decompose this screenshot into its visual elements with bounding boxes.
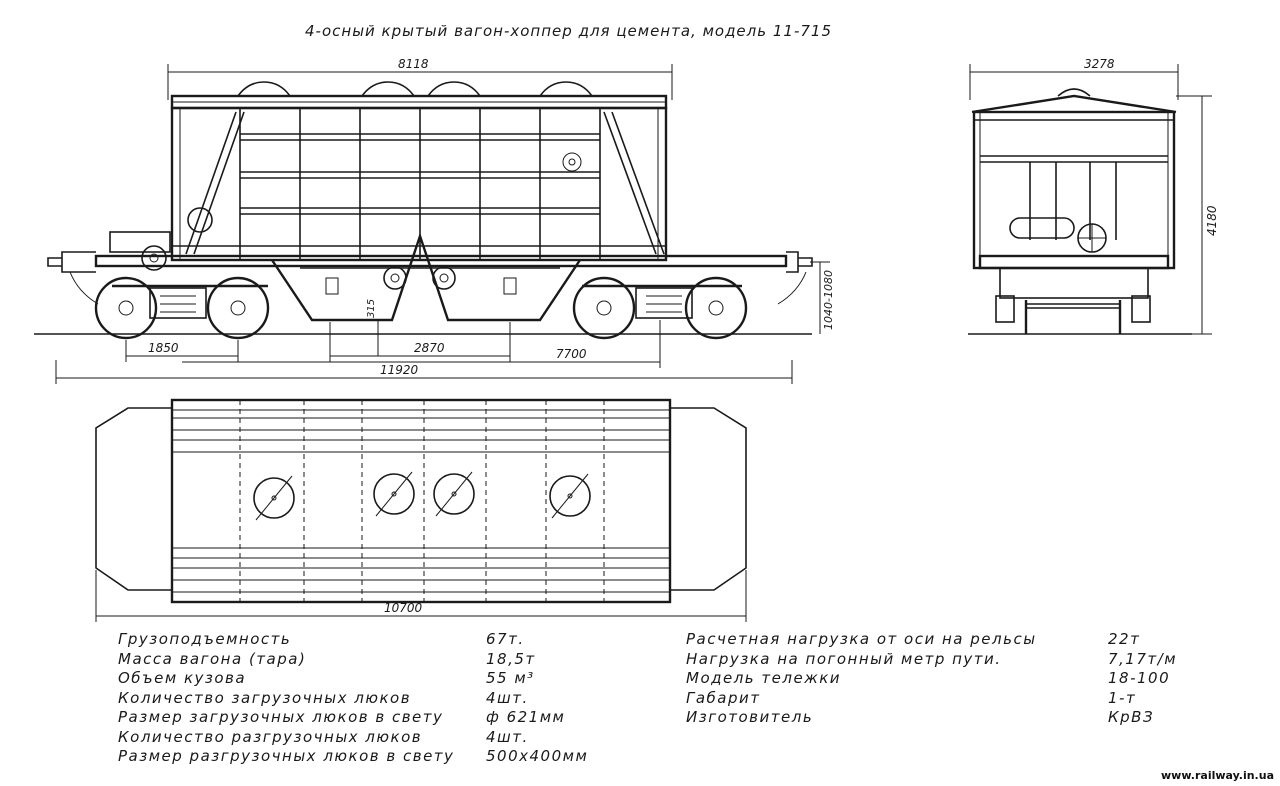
- loading-hatch: [433, 471, 475, 517]
- dim-hopper-clearance: 315: [366, 299, 377, 318]
- dim-coupler-height: 1040-1080: [822, 270, 835, 330]
- spec-label: Количество разгрузочных люков: [118, 727, 423, 746]
- spec-value: 1-т: [1108, 688, 1137, 707]
- spec-label: Изготовитель: [686, 708, 814, 726]
- spec-value: 67т.: [486, 630, 525, 648]
- side-elevation: 8118: [34, 57, 835, 384]
- spec-value: 4шт.: [486, 688, 529, 707]
- spec-label: Расчетная нагрузка от оси на рельсы: [686, 630, 1037, 648]
- dim-overall-length: 11920: [380, 363, 419, 377]
- watermark: www.railway.in.ua: [1161, 769, 1274, 782]
- spec-value: 4шт.: [486, 727, 529, 746]
- drawing-title: 4-осный крытый вагон-хоппер для цемента,…: [305, 22, 832, 40]
- spec-value: КрВЗ: [1108, 708, 1155, 726]
- spec-label: Количество загрузочных люков: [118, 688, 412, 707]
- dim-hatch-spacing: 2870: [414, 341, 445, 355]
- spec-value: 500х400мм: [486, 747, 589, 765]
- spec-label: Размер загрузочных люков в свету: [118, 708, 444, 726]
- spec-label: Размер разгрузочных люков в свету: [118, 747, 455, 765]
- end-elevation: 3278 4180: [968, 57, 1219, 335]
- loading-hatch: [253, 475, 295, 521]
- dim-side-body-length: 8118: [398, 57, 429, 71]
- spec-value: 55 м³: [486, 669, 535, 687]
- dim-axle-base: 1850: [148, 341, 179, 355]
- left-bogie: [94, 276, 270, 340]
- spec-label: Масса вагона (тара): [118, 649, 307, 668]
- dim-end-width: 3278: [1084, 57, 1115, 71]
- spec-value: 22т: [1108, 630, 1141, 648]
- dim-plan-length: 10700: [384, 601, 423, 615]
- spec-label: Объем кузова: [118, 669, 247, 687]
- spec-value: 18,5т: [486, 649, 536, 668]
- spec-label: Нагрузка на погонный метр пути.: [686, 649, 1002, 668]
- loading-hatch: [549, 473, 591, 519]
- spec-label: Модель тележки: [686, 669, 842, 687]
- spec-value: ф 621мм: [486, 708, 566, 726]
- plan-view: 10700: [95, 398, 747, 622]
- dim-bogie-centers: 7700: [556, 347, 587, 361]
- spec-value: 18-100: [1108, 669, 1171, 687]
- spec-label: Габарит: [686, 688, 761, 707]
- spec-label: Грузоподъемность: [118, 630, 292, 648]
- dim-end-height: 4180: [1205, 205, 1219, 236]
- spec-value: 7,17т/м: [1108, 649, 1178, 668]
- loading-hatch: [373, 471, 415, 517]
- right-bogie: [572, 276, 748, 340]
